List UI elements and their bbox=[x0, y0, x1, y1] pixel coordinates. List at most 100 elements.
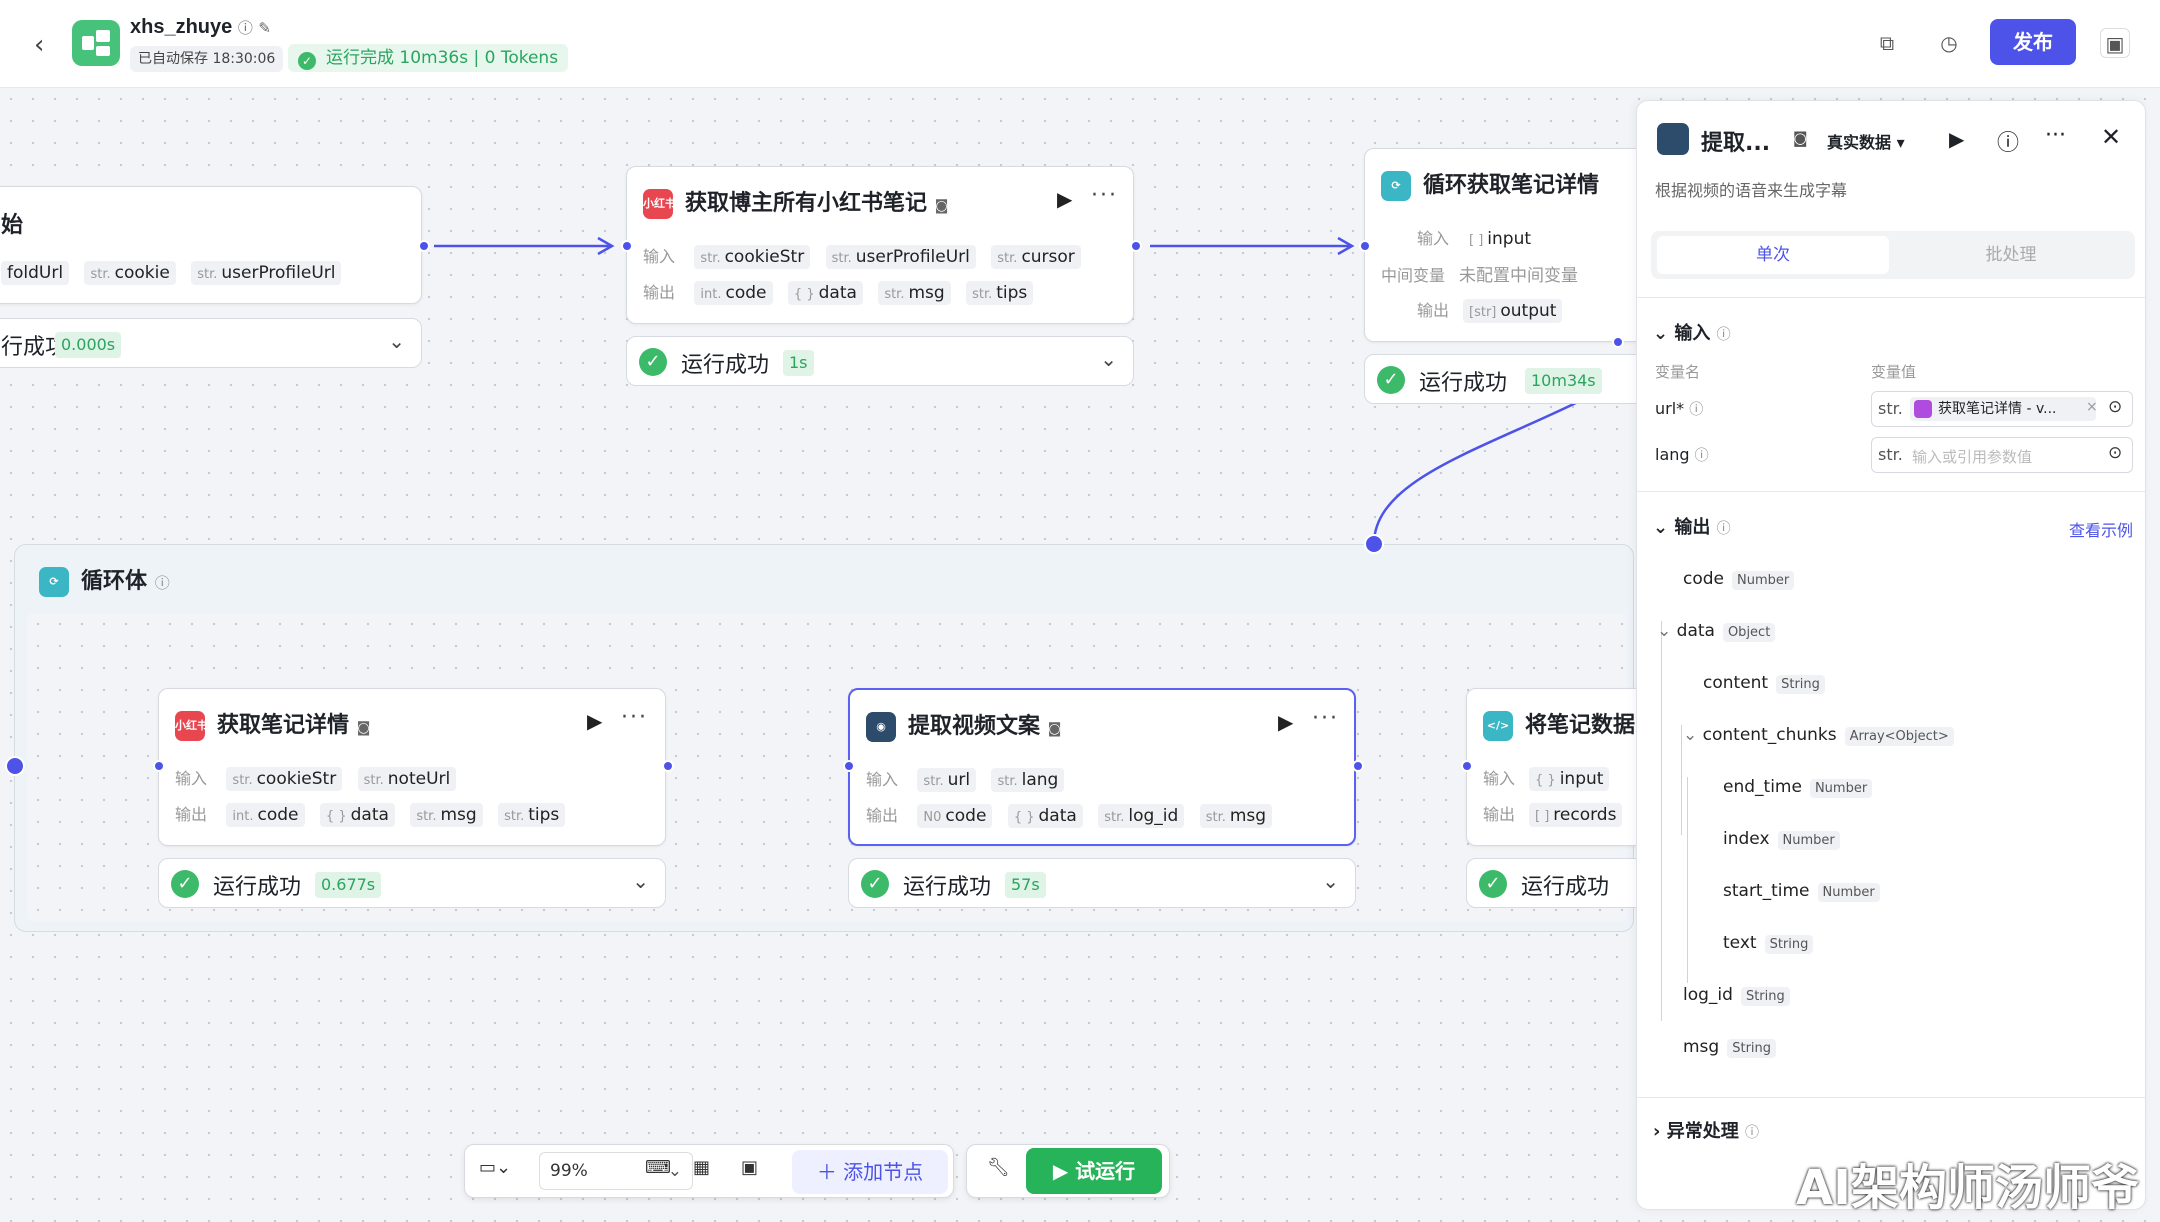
note-detail-status[interactable]: ✓ 运行成功 0.677s ⌄ bbox=[158, 858, 666, 908]
lang-field[interactable]: str. 输入或引用参数值 ⊙ bbox=[1871, 437, 2133, 473]
node-title: </>将笔记数据 bbox=[1483, 707, 1635, 741]
input-port[interactable] bbox=[1359, 240, 1371, 252]
view-example-link[interactable]: 查看示例 bbox=[2069, 521, 2134, 540]
input-port[interactable] bbox=[1461, 760, 1473, 772]
col-var-value: 变量值 bbox=[1871, 363, 1917, 381]
status-duration: 0.000s bbox=[55, 332, 122, 358]
chevron-down-icon[interactable]: ⌄ bbox=[1322, 869, 1339, 893]
col-var-name: 变量名 bbox=[1655, 363, 1701, 381]
more-icon[interactable]: ··· bbox=[1312, 706, 1339, 731]
input-tag: str.cookie bbox=[84, 261, 176, 285]
input-section-header[interactable]: ⌄ 输入 ⓘ bbox=[1653, 323, 1731, 344]
output-port[interactable] bbox=[418, 240, 430, 252]
play-icon[interactable]: ▶ bbox=[1949, 127, 1965, 151]
help-icon[interactable]: ⓘ bbox=[1997, 131, 2020, 156]
publish-button[interactable]: 发布 bbox=[1990, 19, 2076, 65]
data-mode-select[interactable]: 真实数据 ▾ bbox=[1827, 133, 1905, 152]
minimap-icon[interactable]: ▣ bbox=[741, 1157, 759, 1178]
check-circle-icon: ✓ bbox=[639, 348, 667, 376]
play-icon[interactable]: ▶ bbox=[1278, 710, 1294, 734]
copy-icon[interactable]: ⧉ bbox=[1879, 31, 1895, 55]
input-port[interactable] bbox=[843, 760, 855, 772]
loop-node[interactable]: ⟳循环获取笔记详情 输入[ ]input 中间变量未配置中间变量 输出[str]… bbox=[1364, 148, 1654, 342]
url-field[interactable]: str. 获取笔记详情 - v... × ⊙ bbox=[1871, 391, 2133, 427]
comment-icon[interactable]: ⌨ bbox=[645, 1157, 671, 1178]
zoom-select[interactable]: 99%⌄ bbox=[539, 1152, 693, 1190]
get-notes-status[interactable]: ✓ 运行成功 1s ⌄ bbox=[626, 336, 1134, 386]
tab-batch[interactable]: 批处理 bbox=[1985, 245, 2037, 265]
status-text: 运行成功 bbox=[1521, 875, 1610, 900]
node-title: ⟳循环获取笔记详情 bbox=[1381, 167, 1599, 201]
node-inputs: 输入 str.cookieStr str.noteUrl bbox=[175, 765, 466, 791]
output-port[interactable] bbox=[662, 760, 674, 772]
variable-ref-icon[interactable]: ⊙ bbox=[2108, 443, 2123, 463]
more-icon[interactable]: ··· bbox=[2045, 123, 2066, 148]
start-status[interactable]: 行成功 0.000s ⌄ bbox=[0, 318, 422, 368]
tree-line bbox=[1661, 621, 1662, 1021]
clear-icon[interactable]: × bbox=[2086, 399, 2098, 415]
output-port[interactable] bbox=[1352, 760, 1364, 772]
url-label: url* ⓘ bbox=[1655, 399, 1704, 418]
layout-icon[interactable]: ▭⌄ bbox=[479, 1157, 512, 1178]
node-inputs: 输入{ }input bbox=[1483, 765, 1619, 791]
plugin-icon: ◙ bbox=[356, 720, 371, 736]
info-icon: ⓘ bbox=[1744, 1125, 1759, 1141]
error-section-header[interactable]: › 异常处理 ⓘ bbox=[1653, 1121, 1759, 1142]
check-circle-icon: ✓ bbox=[861, 870, 889, 898]
tree-line bbox=[1687, 777, 1688, 983]
reference-chip[interactable]: 获取笔记详情 - v... bbox=[1910, 397, 2096, 421]
caret-down-icon: ▾ bbox=[1896, 133, 1905, 152]
panel-toggle-icon[interactable]: ▣ bbox=[2100, 28, 2130, 58]
start-node[interactable]: 始 foldUrl str.cookie str.userProfileUrl bbox=[0, 186, 422, 304]
save-note-node[interactable]: </>将笔记数据 输入{ }input 输出[ ]records bbox=[1466, 688, 1666, 846]
lang-label: lang ⓘ bbox=[1655, 445, 1709, 464]
tab-single[interactable]: 单次 bbox=[1657, 236, 1889, 274]
edit-icon[interactable]: ✎ bbox=[258, 20, 271, 37]
robot-icon: ◉ bbox=[866, 712, 896, 742]
output-section-header[interactable]: ⌄ 输出 ⓘ bbox=[1653, 517, 1731, 538]
save-note-status[interactable]: ✓ 运行成功 bbox=[1466, 858, 1666, 908]
more-icon[interactable]: ··· bbox=[1091, 183, 1118, 208]
status-duration: 0.677s bbox=[315, 872, 382, 898]
more-icon[interactable]: ··· bbox=[621, 705, 648, 730]
info-icon: ⓘ bbox=[1689, 402, 1704, 418]
chevron-down-icon[interactable]: ⌄ bbox=[632, 869, 649, 893]
node-inputs: 输入 str.url str.lang bbox=[866, 766, 1074, 792]
chevron-down-icon: ⌄ bbox=[1653, 517, 1669, 538]
input-port[interactable] bbox=[153, 760, 165, 772]
wrench-icon[interactable]: 🔧︎ bbox=[987, 1157, 1010, 1178]
plugin-icon: ◙ bbox=[934, 198, 949, 214]
xiaohongshu-icon: 小红书 bbox=[643, 189, 676, 219]
video-text-node[interactable]: ◉提取视频文案 ◙ ▶ ··· 输入 str.url str.lang 输出 N… bbox=[848, 688, 1356, 846]
chevron-down-icon: ⌄ bbox=[1683, 725, 1698, 745]
loop-body-start-port[interactable] bbox=[5, 756, 25, 776]
add-node-button[interactable]: ＋ 添加节点 bbox=[792, 1150, 948, 1194]
play-icon[interactable]: ▶ bbox=[1057, 187, 1073, 211]
note-detail-node[interactable]: 小红书获取笔记详情 ◙ ▶ ··· 输入 str.cookieStr str.n… bbox=[158, 688, 666, 846]
app-name: xhs_zhuye ⓘ ✎ bbox=[130, 16, 271, 38]
info-icon: ⓘ bbox=[1694, 448, 1709, 464]
chevron-down-icon[interactable]: ⌄ bbox=[388, 329, 405, 353]
chevron-down-icon: ⌄ bbox=[667, 1161, 682, 1181]
try-run-button[interactable]: ▶ 试运行 bbox=[1026, 1148, 1162, 1194]
close-icon[interactable]: ✕ bbox=[2101, 123, 2122, 151]
variable-ref-icon[interactable]: ⊙ bbox=[2108, 397, 2123, 417]
loop-body-port[interactable] bbox=[1364, 534, 1384, 554]
output-port[interactable] bbox=[1130, 240, 1142, 252]
chevron-down-icon[interactable]: ⌄ bbox=[1100, 347, 1117, 371]
grid-icon[interactable]: ▦ bbox=[693, 1157, 711, 1178]
get-notes-node[interactable]: 小红书获取博主所有小红书笔记 ◙ ▶ ··· 输入 str.cookieStr … bbox=[626, 166, 1134, 324]
back-icon[interactable]: ‹ bbox=[34, 30, 45, 60]
video-text-status[interactable]: ✓ 运行成功 57s ⌄ bbox=[848, 858, 1356, 908]
loop-port[interactable] bbox=[1612, 336, 1624, 348]
xiaohongshu-icon: 小红书 bbox=[175, 711, 208, 741]
input-port[interactable] bbox=[621, 240, 633, 252]
history-icon[interactable]: ◷ bbox=[1940, 31, 1958, 55]
run-status-badge: ✓运行完成 10m36s | 0 Tokens bbox=[288, 44, 569, 72]
play-icon[interactable]: ▶ bbox=[587, 709, 603, 733]
loop-status[interactable]: ✓ 运行成功 10m34s bbox=[1364, 354, 1654, 404]
